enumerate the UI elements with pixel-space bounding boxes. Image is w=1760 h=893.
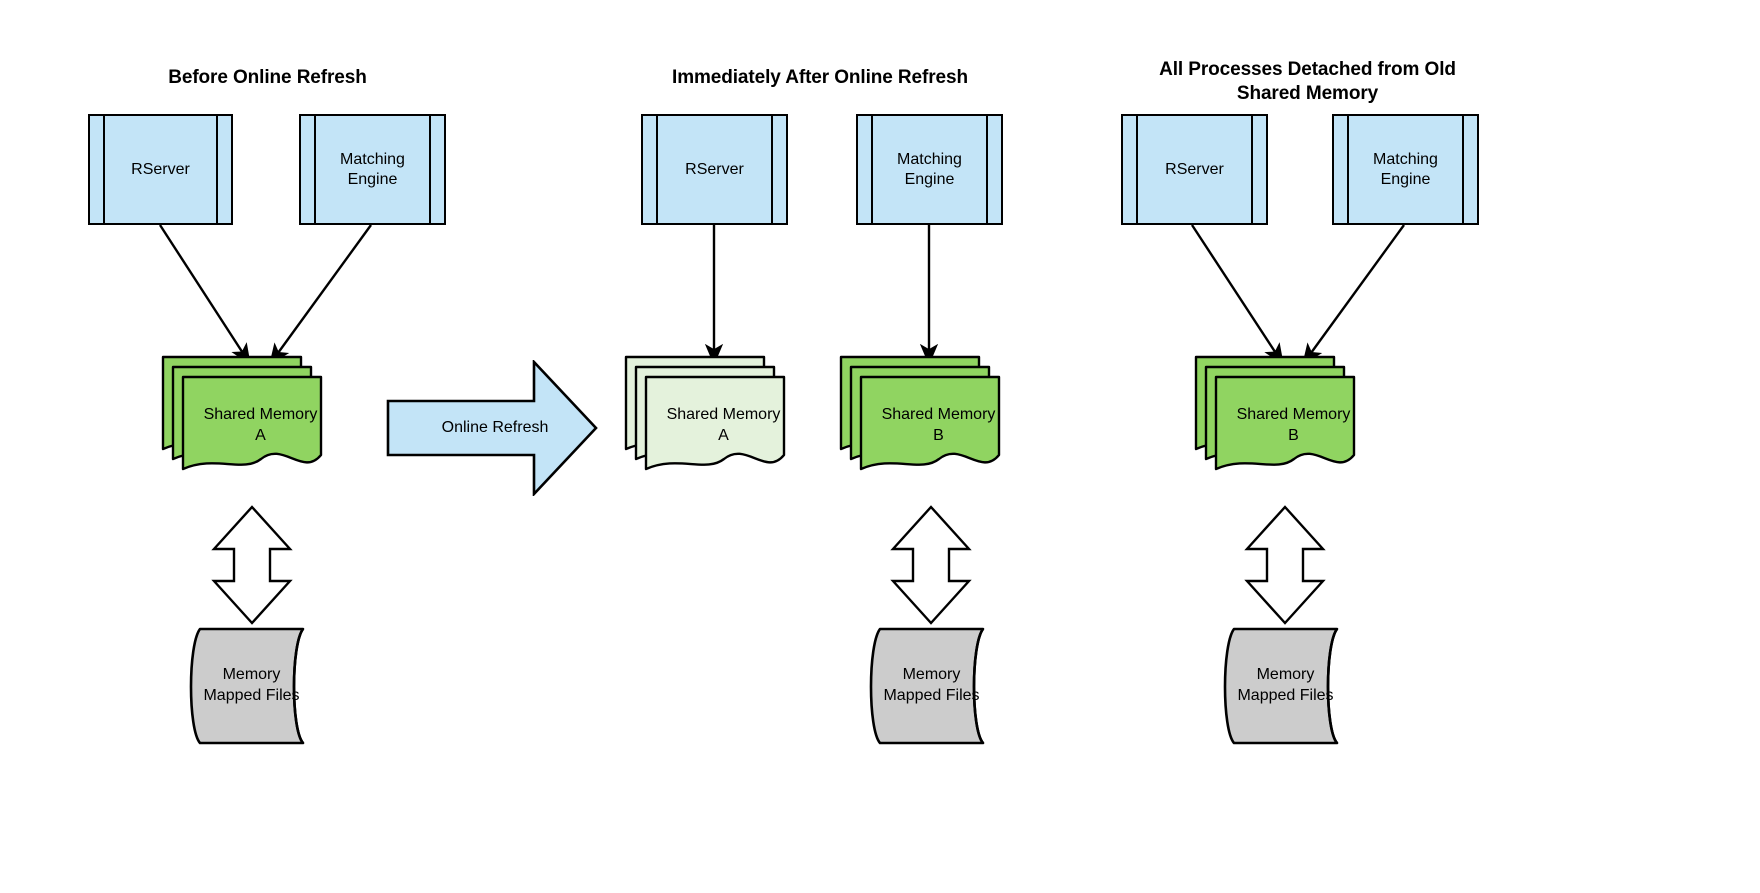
process-left-bar bbox=[1347, 114, 1349, 225]
shared-memory-b-panel2[interactable]: Shared Memory B bbox=[839, 355, 1008, 500]
process-label: RServer bbox=[131, 160, 190, 178]
process-right-bar bbox=[986, 114, 988, 225]
process-matching-engine-panel2[interactable]: Matching Engine bbox=[856, 114, 1003, 225]
process-right-bar bbox=[429, 114, 431, 225]
shm-sheet-front bbox=[1214, 375, 1356, 471]
process-label: Matching Engine bbox=[1373, 150, 1438, 188]
process-left-bar bbox=[656, 114, 658, 225]
storage-label: Memory Mapped Files bbox=[1237, 666, 1334, 704]
process-right-bar bbox=[1251, 114, 1253, 225]
shared-memory-label: Shared Memory A bbox=[666, 406, 781, 444]
shm-sheet-front bbox=[859, 375, 1001, 471]
shared-memory-label: Shared Memory B bbox=[1236, 406, 1351, 444]
process-matching-engine-panel3[interactable]: Matching Engine bbox=[1332, 114, 1479, 225]
shared-memory-label: Shared Memory B bbox=[881, 406, 996, 444]
online-refresh-arrow-label: Online Refresh bbox=[441, 419, 549, 436]
shared-memory-a-panel1[interactable]: Shared Memory A bbox=[161, 355, 330, 500]
process-label: RServer bbox=[1165, 160, 1224, 178]
process-box-body bbox=[641, 114, 788, 225]
process-matching-engine-panel1[interactable]: Matching Engine bbox=[299, 114, 446, 225]
connector-rserver-to-shm-b bbox=[1190, 224, 1285, 366]
process-rserver-panel3[interactable]: RServer bbox=[1121, 114, 1268, 225]
process-rserver-panel1[interactable]: RServer bbox=[88, 114, 233, 225]
process-left-bar bbox=[871, 114, 873, 225]
process-left-bar bbox=[103, 114, 105, 225]
panel-title-before: Before Online Refresh bbox=[168, 67, 367, 88]
shared-memory-b-panel3[interactable]: Shared Memory B bbox=[1194, 355, 1363, 500]
process-rserver-panel2[interactable]: RServer bbox=[641, 114, 788, 225]
process-label: RServer bbox=[685, 160, 744, 178]
shared-memory-label: Shared Memory A bbox=[203, 406, 318, 444]
process-label: Matching Engine bbox=[340, 150, 405, 188]
storage-label: Memory Mapped Files bbox=[883, 666, 980, 704]
process-right-bar bbox=[216, 114, 218, 225]
process-right-bar bbox=[1462, 114, 1464, 225]
double-arrow-shm-b-to-files-panel2 bbox=[889, 505, 973, 625]
process-box-body bbox=[299, 114, 446, 225]
process-box-body bbox=[1121, 114, 1268, 225]
storage-label: Memory Mapped Files bbox=[203, 666, 300, 704]
double-arrow-shm-a-to-files-panel1 bbox=[210, 505, 294, 625]
online-refresh-arrow: Online Refresh bbox=[386, 360, 598, 496]
shm-sheet-front bbox=[644, 375, 786, 471]
shm-sheet-front bbox=[181, 375, 323, 471]
process-left-bar bbox=[1136, 114, 1138, 225]
process-label: Matching Engine bbox=[897, 150, 962, 188]
connector-matching-to-shm-a bbox=[269, 224, 372, 366]
shared-memory-a-detached-panel2[interactable]: Shared Memory A bbox=[624, 355, 793, 500]
panel-title-all-detached: All Processes Detached from Old Shared M… bbox=[1159, 59, 1456, 104]
process-box-body bbox=[88, 114, 233, 225]
process-right-bar bbox=[771, 114, 773, 225]
connector-rserver-to-shm-a bbox=[158, 224, 252, 366]
memory-mapped-files-panel1[interactable]: Memory Mapped Files bbox=[178, 627, 325, 745]
memory-mapped-files-panel3[interactable]: Memory Mapped Files bbox=[1212, 627, 1359, 745]
panel-title-immediately-after: Immediately After Online Refresh bbox=[672, 67, 968, 88]
process-box-body bbox=[856, 114, 1003, 225]
double-arrow-shm-b-to-files-panel3 bbox=[1243, 505, 1327, 625]
process-left-bar bbox=[314, 114, 316, 225]
process-box-body bbox=[1332, 114, 1479, 225]
memory-mapped-files-panel2[interactable]: Memory Mapped Files bbox=[858, 627, 1005, 745]
connector-matching-to-shm-b bbox=[1302, 224, 1405, 366]
